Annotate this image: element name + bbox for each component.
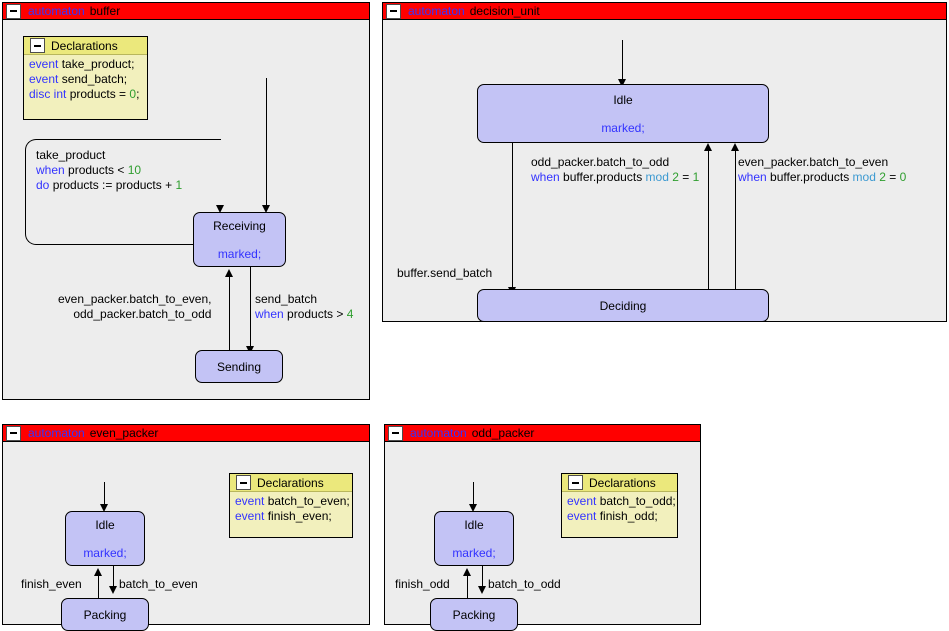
edge-label-buffer-send-batch: buffer.send_batch [397, 266, 493, 280]
collapse-icon[interactable] [388, 425, 403, 441]
transition-edge-idle-to-packing [113, 566, 115, 590]
panel-decision-unit[interactable]: automaton decision_unit Idle marked; Dec… [382, 2, 947, 322]
collapse-icon[interactable] [6, 3, 21, 19]
state-marked: marked; [601, 120, 645, 135]
panel-keyword-automaton: automaton [28, 426, 85, 440]
panel-title-decision-unit: decision_unit [469, 4, 540, 18]
state-name: Idle [613, 92, 633, 107]
state-idle[interactable]: Idle marked; [65, 511, 145, 566]
declarations-header[interactable]: Declarations [230, 474, 352, 492]
panel-keyword-automaton: automaton [28, 4, 85, 18]
edge-label-finish-even: finish_even [21, 577, 82, 591]
panel-keyword-automaton: automaton [408, 4, 465, 18]
declarations-header[interactable]: Declarations [562, 474, 677, 492]
declarations-label: Declarations [589, 475, 656, 490]
declarations-label: Declarations [51, 38, 118, 53]
state-idle[interactable]: Idle marked; [434, 511, 514, 566]
panel-even-packer-canvas: Declarations event batch_to_even;event f… [3, 442, 369, 631]
arrow-head-idle [462, 568, 471, 576]
arrow-head-take-product [216, 205, 224, 213]
declarations-body-odd-packer: event batch_to_odd;event finish_odd; [567, 494, 676, 523]
panel-even-packer-titlebar[interactable]: automaton even_packer [3, 425, 369, 442]
transition-edge-deciding-to-idle-odd [708, 150, 710, 298]
state-sending[interactable]: Sending [195, 350, 283, 383]
state-marked: marked; [217, 246, 262, 261]
panel-decision-unit-canvas: Idle marked; Deciding odd_packer.batch_t… [383, 20, 946, 322]
transition-edge-take-product [25, 139, 221, 245]
state-marked: marked; [83, 545, 127, 560]
transition-edge-idle-to-deciding [512, 143, 514, 292]
edge-label-batch-return: even_packer.batch_to_even,odd_packer.bat… [58, 292, 212, 321]
collapse-icon[interactable] [236, 475, 251, 490]
collapse-icon[interactable] [30, 38, 45, 53]
collapse-icon[interactable] [568, 475, 583, 490]
panel-title-odd-packer: odd_packer [471, 426, 535, 440]
collapse-icon[interactable] [386, 3, 401, 19]
state-name: Packing [83, 607, 127, 622]
panel-even-packer[interactable]: automaton even_packer Declarations event… [2, 424, 370, 631]
panel-title-even-packer: even_packer [89, 426, 159, 440]
declarations-header[interactable]: Declarations [24, 37, 147, 55]
initial-edge-idle [622, 40, 624, 85]
arrow-head-idle [93, 568, 102, 576]
state-name: Receiving [213, 218, 266, 233]
state-receiving[interactable]: Receiving marked; [193, 212, 286, 267]
panel-keyword-automaton: automaton [410, 426, 467, 440]
edge-label-batch-to-even: batch_to_even [119, 577, 198, 591]
state-deciding[interactable]: Deciding [477, 289, 769, 322]
panel-title-buffer: buffer [89, 4, 121, 18]
initial-edge-idle [473, 482, 475, 510]
arrow-head-packing [108, 586, 117, 594]
state-packing[interactable]: Packing [61, 598, 149, 631]
transition-edge-receiving-to-sending [250, 267, 252, 350]
arrow-head-initial-receiving [262, 205, 270, 213]
initial-edge-receiving [266, 78, 268, 208]
declarations-body-even-packer: event batch_to_even;event finish_even; [235, 494, 350, 523]
state-name: Idle [95, 517, 115, 532]
arrow-head-initial-idle [618, 79, 626, 87]
edge-label-batch-to-odd: batch_to_odd [488, 577, 561, 591]
initial-edge-idle [104, 482, 106, 510]
panel-decision-unit-titlebar[interactable]: automaton decision_unit [383, 3, 946, 20]
state-name: Deciding [599, 298, 647, 313]
arrow-head-receiving [224, 269, 233, 277]
transition-edge-sending-to-receiving [229, 276, 231, 359]
state-name: Packing [452, 607, 496, 622]
panel-buffer[interactable]: automaton buffer Declarations event take… [2, 2, 370, 400]
transition-edge-packing-to-idle [467, 575, 469, 599]
declarations-box-odd-packer[interactable]: Declarations event batch_to_odd;event fi… [561, 473, 678, 538]
panel-buffer-canvas: Declarations event take_product;event se… [3, 20, 369, 399]
panel-odd-packer[interactable]: automaton odd_packer Declarations event … [384, 424, 701, 631]
state-marked: marked; [452, 545, 496, 560]
state-name: Sending [216, 359, 262, 374]
arrow-head-initial-idle [100, 504, 108, 512]
declarations-box-buffer[interactable]: Declarations event take_product;event se… [23, 36, 148, 120]
declarations-body-buffer: event take_product;event send_batch;disc… [29, 57, 140, 101]
state-idle[interactable]: Idle marked; [477, 84, 769, 143]
edge-label-finish-odd: finish_odd [395, 577, 450, 591]
collapse-icon[interactable] [6, 425, 21, 441]
declarations-box-even-packer[interactable]: Declarations event batch_to_even;event f… [229, 473, 353, 538]
declarations-label: Declarations [257, 475, 324, 490]
state-name: Idle [464, 517, 484, 532]
panel-odd-packer-canvas: Declarations event batch_to_odd;event fi… [385, 442, 700, 631]
transition-edge-deciding-to-idle-even [735, 150, 737, 298]
panel-buffer-titlebar[interactable]: automaton buffer [3, 3, 369, 20]
arrow-head-initial-idle [469, 504, 477, 512]
state-packing[interactable]: Packing [430, 598, 518, 631]
arrow-head-idle-even [730, 143, 739, 151]
panel-odd-packer-titlebar[interactable]: automaton odd_packer [385, 425, 700, 442]
transition-edge-idle-to-packing [482, 566, 484, 590]
transition-edge-packing-to-idle [98, 575, 100, 599]
arrow-head-packing [477, 586, 486, 594]
arrow-head-idle-odd [703, 143, 712, 151]
